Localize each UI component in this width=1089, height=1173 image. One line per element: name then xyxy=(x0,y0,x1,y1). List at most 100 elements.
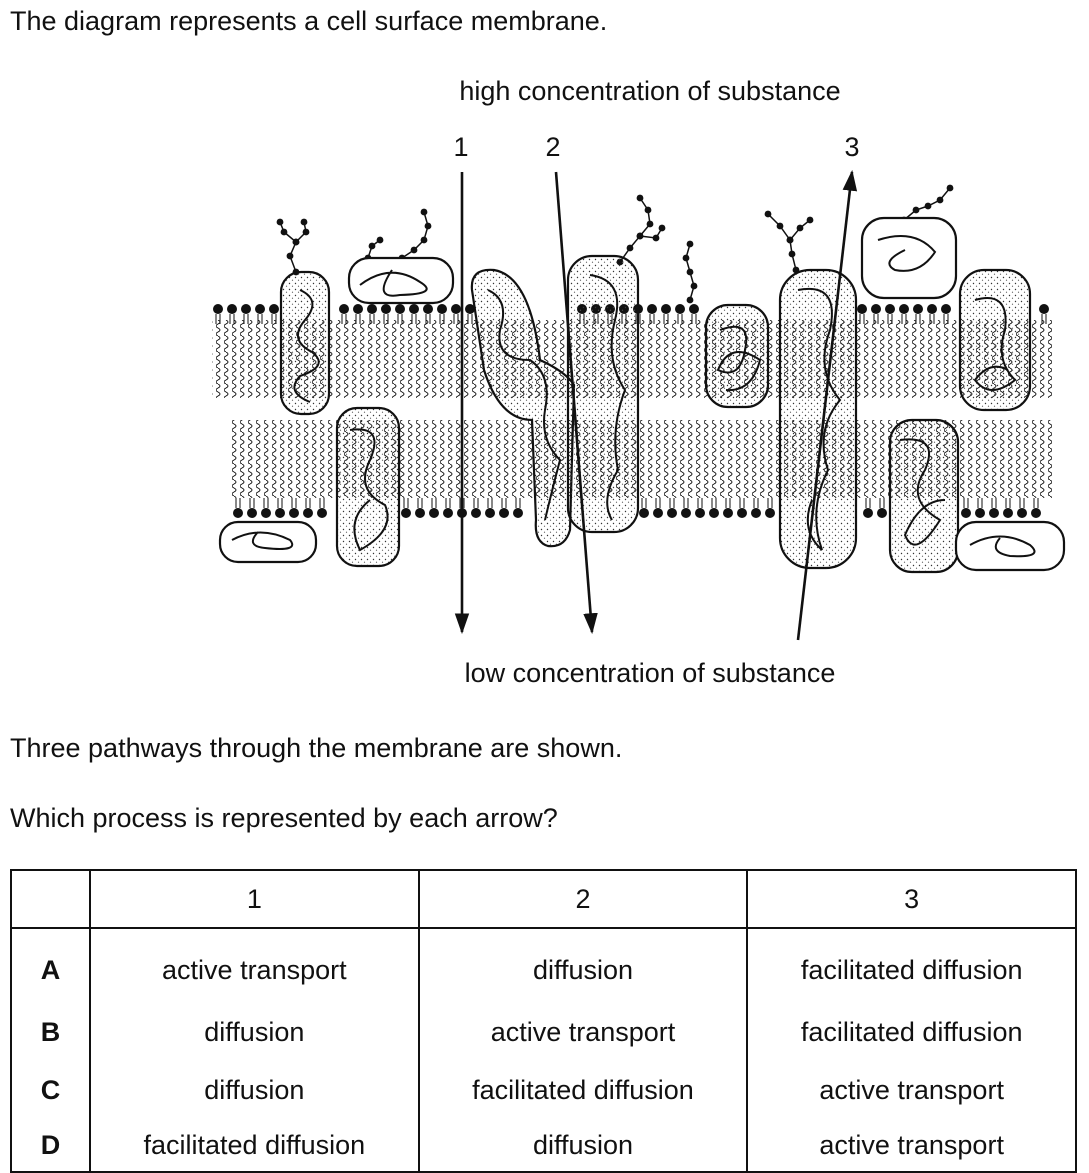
lipid-head-stem xyxy=(417,498,423,508)
sugar-bead xyxy=(420,236,428,244)
lipid-head-stem xyxy=(859,314,865,324)
lipid-head xyxy=(513,508,523,518)
sugar-bead xyxy=(658,224,666,232)
table-header-row: 1 2 3 xyxy=(10,869,1077,929)
lipid-head-stem xyxy=(501,498,507,508)
lipid-head-stem xyxy=(397,314,403,324)
bottom-concentration-label: low concentration of substance xyxy=(465,658,836,688)
table-cell: facilitated diffusion xyxy=(89,1119,420,1173)
lipid-head-stem xyxy=(915,314,921,324)
lipid-head-stem xyxy=(1033,498,1039,508)
protein-channel-right xyxy=(566,254,640,534)
sugar-bead xyxy=(626,244,634,252)
sugar-bead xyxy=(786,236,794,244)
lipid-head-stem xyxy=(453,314,459,324)
lipid-head-stem xyxy=(865,498,871,508)
sugar-bead xyxy=(636,232,644,240)
option-key[interactable]: B xyxy=(10,1003,91,1061)
lipid-head-stem xyxy=(425,314,431,324)
lipid-head-stem xyxy=(683,498,689,508)
lipid-head xyxy=(927,304,937,314)
lipid-head xyxy=(885,304,895,314)
lipid-head-stem xyxy=(669,498,675,508)
lipid-head xyxy=(353,304,363,314)
lipid-head xyxy=(639,508,649,518)
protein-peripheral-top-right xyxy=(860,216,958,300)
lipid-head-stem xyxy=(467,314,473,324)
option-key[interactable]: C xyxy=(10,1061,91,1119)
sugar-bead xyxy=(690,282,698,290)
table-cell: facilitated diffusion xyxy=(746,928,1077,1003)
sugar-bead xyxy=(788,250,796,258)
table-row-d[interactable]: D facilitated diffusion diffusion active… xyxy=(10,1119,1077,1173)
sugar-bead xyxy=(652,234,660,242)
lipid-head-stem xyxy=(439,314,445,324)
lipid-head xyxy=(317,508,327,518)
question-text: Which process is represented by each arr… xyxy=(10,803,558,833)
option-key[interactable]: A xyxy=(10,928,91,1003)
sugar-bead xyxy=(912,206,920,214)
sugar-bead xyxy=(302,228,310,236)
lipid-head-stem xyxy=(649,314,655,324)
lipid-head xyxy=(681,508,691,518)
sugar-bead xyxy=(644,206,652,214)
sugar-bead xyxy=(420,208,428,216)
table-cell: facilitated diffusion xyxy=(417,1061,749,1119)
header-arrow-2: 2 xyxy=(417,869,749,929)
lipid-head xyxy=(653,508,663,518)
lipid-head-stem xyxy=(383,314,389,324)
lipid-head xyxy=(409,304,419,314)
lipid-head xyxy=(485,508,495,518)
lipid-head xyxy=(877,508,887,518)
lipid-head xyxy=(675,304,685,314)
lipid-head-stem xyxy=(691,314,697,324)
lipid-head-stem xyxy=(739,498,745,508)
table-row-a[interactable]: A active transport diffusion facilitated… xyxy=(10,928,1077,1003)
lipid-head xyxy=(857,304,867,314)
lipid-head-stem xyxy=(215,314,221,324)
header-arrow-1: 1 xyxy=(89,869,420,929)
sugar-bead xyxy=(924,202,932,210)
lipid-head-stem xyxy=(487,498,493,508)
lipid-head-stem xyxy=(445,498,451,508)
protein-right-top xyxy=(958,268,1032,412)
lipid-head-stem xyxy=(411,314,417,324)
protein-peripheral-bottom-right xyxy=(954,520,1066,572)
lipid-head-stem xyxy=(1005,498,1011,508)
sugar-bead xyxy=(276,218,284,226)
lipid-head-stem xyxy=(459,498,465,508)
table-cell: active transport xyxy=(746,1061,1077,1119)
lipid-head xyxy=(227,304,237,314)
lipid-head xyxy=(765,508,775,518)
table-row-c[interactable]: C diffusion facilitated diffusion active… xyxy=(10,1061,1077,1119)
sugar-bead xyxy=(946,184,954,192)
lipid-head-stem xyxy=(725,498,731,508)
lipid-head-stem xyxy=(369,314,375,324)
lipid-head xyxy=(723,508,733,518)
lipid-head-stem xyxy=(341,314,347,324)
lipid-head xyxy=(289,508,299,518)
lipid-head xyxy=(737,508,747,518)
sugar-bead xyxy=(806,216,814,224)
lipid-head-stem xyxy=(515,498,521,508)
lipid-head-stem xyxy=(473,498,479,508)
membrane-diagram: high concentration of substance low conc… xyxy=(212,76,1066,688)
protein-lower-left xyxy=(335,406,401,568)
table-cell: diffusion xyxy=(89,1003,420,1061)
lipid-heads-top xyxy=(213,304,1049,324)
lipid-head-stem xyxy=(901,314,907,324)
lipid-head-stem xyxy=(697,498,703,508)
table-cell: diffusion xyxy=(417,1119,749,1173)
option-key[interactable]: D xyxy=(10,1119,91,1173)
lipid-head xyxy=(913,304,923,314)
lipid-head-stem xyxy=(655,498,661,508)
table-cell: diffusion xyxy=(417,928,749,1003)
lipid-head-stem xyxy=(641,498,647,508)
arrow-3-label: 3 xyxy=(844,132,859,162)
lipid-head xyxy=(367,304,377,314)
lipid-head-stem xyxy=(243,314,249,324)
lipid-head-stem xyxy=(403,498,409,508)
sugar-bead xyxy=(368,242,376,250)
lipid-head-stem xyxy=(431,498,437,508)
table-row-b[interactable]: B diffusion active transport facilitated… xyxy=(10,1003,1077,1061)
